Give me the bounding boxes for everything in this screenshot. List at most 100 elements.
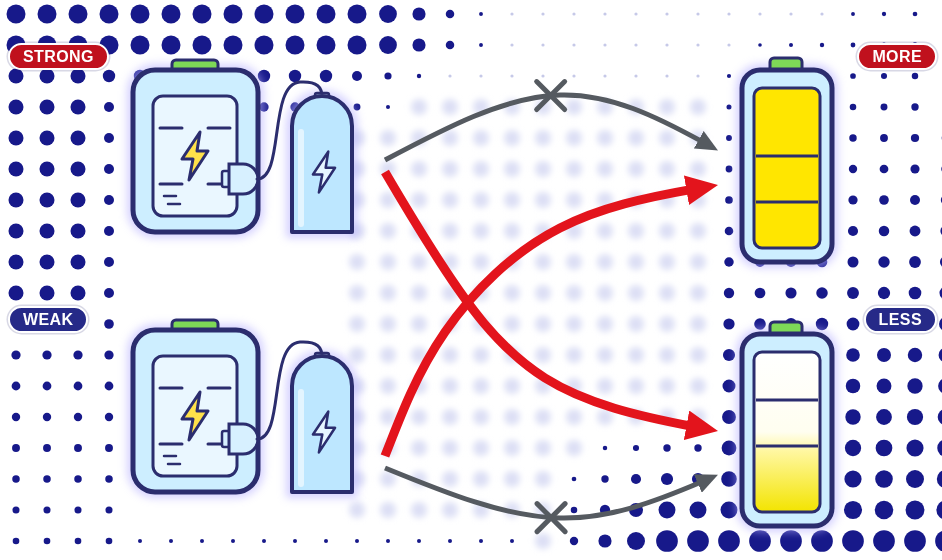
halftone-dot [570,537,578,545]
halftone-dot [43,475,50,482]
level-marks [756,400,818,446]
halftone-dot [104,257,114,267]
halftone-dot [417,539,421,543]
halftone-dot [40,193,55,208]
halftone-dot [628,378,644,394]
halftone-dot [659,316,675,332]
halftone-dot [721,502,738,519]
connectors [385,82,718,532]
halftone-dot [696,43,699,46]
halftone-dot [789,43,793,47]
halftone-dot [849,134,856,141]
halftone-dot [38,5,57,24]
halftone-dot [510,43,513,46]
halftone-dot [633,445,639,451]
halftone-dot [634,12,637,15]
halftone-dot [881,104,888,111]
halftone-dot [71,286,86,301]
halftone-dot [882,12,886,16]
halftone-dot [442,192,458,208]
halftone-dot [9,162,24,177]
halftone-dot [663,444,670,451]
halftone-dot [479,12,483,16]
halftone-dot [224,36,243,55]
halftone-dot [411,192,427,208]
text-stack: WEAK [8,306,88,333]
halftone-dot [417,74,421,78]
halftone-dot [727,74,731,78]
halftone-dot [510,74,513,77]
halftone-dot [479,74,482,77]
label-region: STRONG [0,40,385,240]
halftone-dot [566,347,582,363]
halftone-dot [907,409,923,425]
halftone-dot [448,539,452,543]
halftone-dot [535,347,551,363]
halftone-dot [820,12,823,15]
halftone-dot [694,444,701,451]
halftone-dot [473,409,489,425]
halftone-dot [690,161,706,177]
halftone-dot [104,195,114,205]
halftone-dot [875,470,893,488]
halftone-dot [535,316,551,332]
halftone-dot [44,538,51,545]
halftone-dot [690,502,707,519]
halftone-dot [627,532,645,550]
halftone-dot [74,506,81,513]
halftone-dot [851,43,856,48]
halftone-dot [878,287,890,299]
halftone-dot [349,502,365,518]
halftone-dot [659,223,675,239]
halftone-dot [659,502,676,519]
halftone-dot [723,380,736,393]
halftone-dot [566,130,582,146]
cross-mark [537,504,565,532]
halftone-dot [659,130,675,146]
halftone-dot [656,530,678,552]
halftone-dot [878,256,889,267]
halftone-dot [504,285,520,301]
halftone-dot [473,130,489,146]
halftone-dot [628,161,644,177]
halftone-dot [910,164,919,173]
halftone-dot [875,501,893,519]
halftone-dot [75,538,82,545]
halftone-dot [877,348,891,362]
glow [742,70,832,262]
halftone-dot [131,36,150,55]
halftone-dot [780,530,802,552]
halftone-dot [504,440,520,456]
halftone-dot [535,471,551,487]
halftone-dot [105,475,112,482]
halftone-dot [71,100,86,115]
halftone-dot [104,133,114,143]
halftone-dot [566,254,582,270]
halftone-dot [162,5,181,24]
halftone-dot [473,161,489,177]
halftone-dot [726,104,731,109]
halftone-dot [628,130,644,146]
halftone-dot [597,161,613,177]
pill-label: WEAK [8,306,88,333]
halftone-dot [628,254,644,270]
halftone-dot [535,533,551,549]
pill-label: LESS [864,306,937,333]
halftone-dot [603,74,606,77]
halftone-dot [941,164,942,174]
halftone-dot [411,409,427,425]
halftone-dot [74,475,81,482]
halftone-dot [940,256,942,268]
halftone-dot [904,530,926,552]
halftone-dot [473,378,489,394]
halftone-dot [846,348,860,362]
halftone-dot [845,409,860,424]
halftone-dot [386,539,390,543]
halftone-dot [40,286,55,301]
halftone-dot [71,224,86,239]
halftone-dot [349,285,365,301]
halftone-dot [726,135,732,141]
halftone-dot [847,318,860,331]
halftone-dot [355,539,359,543]
